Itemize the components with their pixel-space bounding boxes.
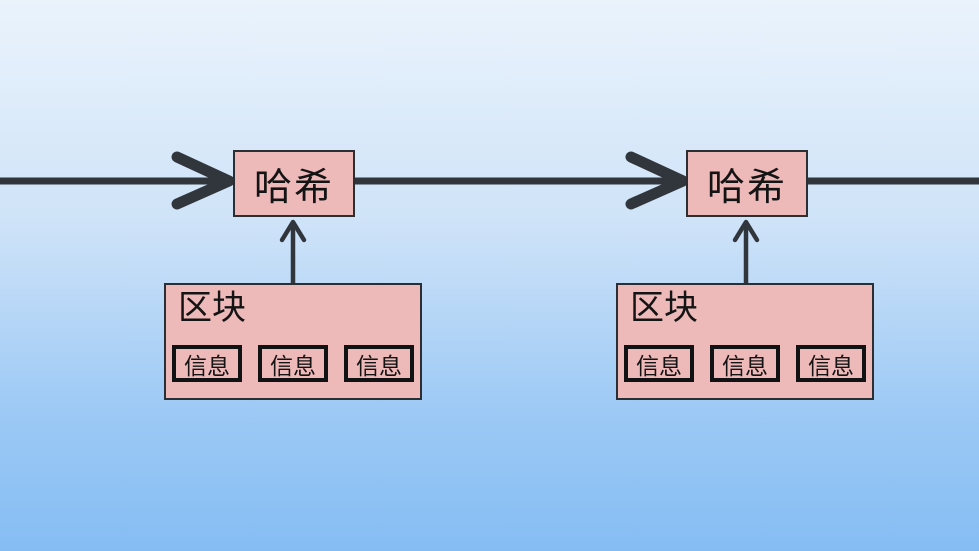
info-box: 信息 [258, 345, 328, 382]
hash-label-1: 哈希 [253, 167, 334, 209]
info-box: 信息 [172, 345, 242, 382]
block-box-1: 区块 信息 信息 信息 [164, 283, 422, 400]
block-label-2: 区块 [630, 289, 698, 327]
hash-box-2: 哈希 [686, 150, 808, 217]
info-label: 信息 [356, 352, 402, 379]
block-box-2: 区块 信息 信息 信息 [616, 283, 874, 400]
hash-box-1: 哈希 [233, 150, 355, 217]
info-label: 信息 [270, 352, 316, 379]
info-label: 信息 [184, 352, 230, 379]
block-to-hash-arrowhead-1-icon [279, 219, 307, 243]
arrowhead-into-hash-2-icon [625, 151, 689, 210]
info-box: 信息 [344, 345, 414, 382]
block-to-hash-arrowhead-2-icon [732, 219, 760, 243]
info-label: 信息 [722, 352, 768, 379]
info-box: 信息 [710, 345, 780, 382]
info-box: 信息 [796, 345, 866, 382]
info-label: 信息 [808, 352, 854, 379]
info-row-2: 信息 信息 信息 [624, 345, 866, 382]
info-box: 信息 [624, 345, 694, 382]
hash-label-2: 哈希 [706, 167, 787, 209]
info-label: 信息 [636, 352, 682, 379]
arrowhead-into-hash-1-icon [171, 151, 235, 210]
block-label-1: 区块 [178, 289, 246, 327]
info-row-1: 信息 信息 信息 [172, 345, 414, 382]
